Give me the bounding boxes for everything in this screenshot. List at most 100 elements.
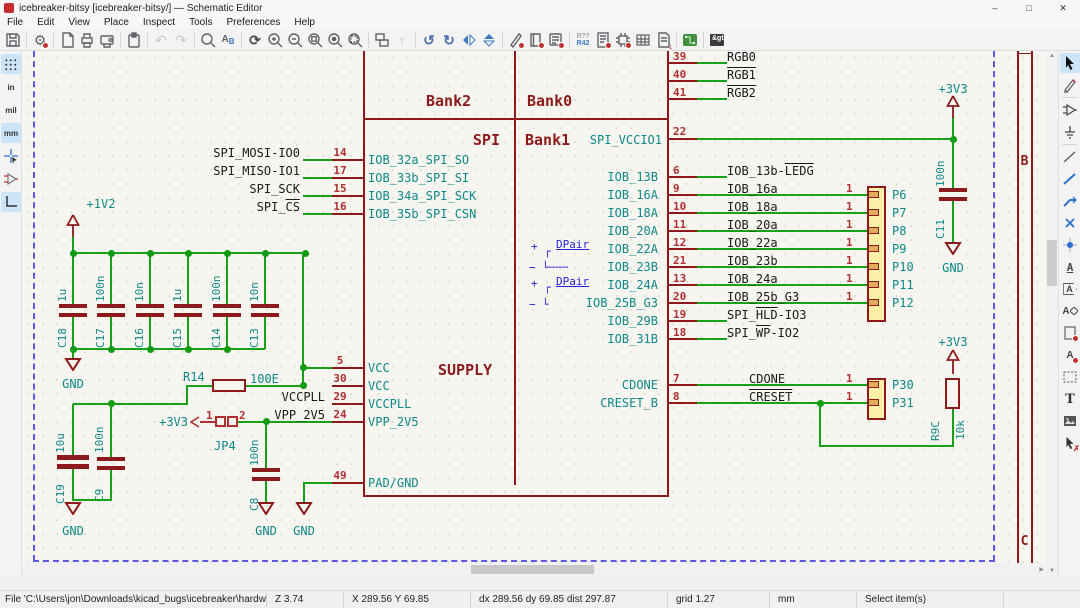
net-label[interactable]: IOB_16a [727,182,778,196]
menu-place[interactable]: Place [97,16,136,29]
cap-value[interactable]: 100n [248,426,261,466]
horizontal-scrollbar[interactable]: ▶ [22,563,1046,576]
find-replace-icon[interactable]: AB [218,30,238,50]
net-label[interactable]: CDONE [749,372,785,386]
net-label[interactable]: SPI_SCK [152,182,300,196]
cap-ref[interactable]: C17 [94,319,107,348]
delete-tool-icon[interactable]: ✗ [1060,433,1080,453]
paste-icon[interactable] [124,30,144,50]
units-mils-icon[interactable]: mil [1,100,21,120]
symbol-properties-icon[interactable] [546,30,566,50]
hierarchy-navigator-icon[interactable] [372,30,392,50]
gnd-symbol[interactable] [257,502,275,515]
cap-ref[interactable]: C18 [56,319,69,348]
net-label[interactable]: IOB_24a [727,272,778,286]
no-connect-icon[interactable] [1060,213,1080,233]
net-label[interactable]: RGB0 [727,51,756,64]
jumper-jp4-pad1[interactable] [215,416,226,427]
jumper-ref[interactable]: JP4 [214,439,236,453]
cap-ref[interactable]: C14 [210,319,223,348]
menu-tools[interactable]: Tools [182,16,219,29]
global-label-icon[interactable]: A [1060,279,1080,299]
power-label-1v2[interactable]: +1V2 [78,197,124,211]
grid-visibility-icon[interactable] [1,54,21,74]
add-power-port-icon[interactable] [1060,122,1080,142]
vertical-scrollbar[interactable]: ▲ ▼ [1046,51,1058,576]
scroll-right-arrow[interactable]: ▶ [1039,566,1044,573]
hidden-pins-icon[interactable] [1,169,21,189]
redo-icon[interactable]: ↷ [171,30,191,50]
add-text-icon[interactable]: T [1060,389,1080,409]
rotate-cw-icon[interactable]: ↻ [439,30,459,50]
cap-ref[interactable]: C13 [248,319,261,348]
zoom-objects-icon[interactable] [325,30,345,50]
add-wire-icon[interactable] [1060,169,1080,189]
fpga-supply-header[interactable]: SUPPLY [438,361,492,379]
net-label[interactable]: VCCPLL [222,390,325,404]
cap-ref[interactable]: C15 [171,319,184,348]
fpga-bank2-header[interactable]: Bank2 [426,92,471,110]
zoom-out-icon[interactable] [285,30,305,50]
menu-inspect[interactable]: Inspect [136,16,182,29]
gnd-symbol[interactable] [944,242,962,255]
resistor-ref[interactable]: R14 [183,370,205,384]
menu-file[interactable]: File [0,16,30,29]
resistor-value[interactable]: 100E [250,372,279,386]
zoom-fit-icon[interactable] [305,30,325,50]
find-icon[interactable] [198,30,218,50]
plot-icon[interactable] [97,30,117,50]
net-label-icon[interactable]: A [1060,257,1080,277]
leave-sheet-icon[interactable]: ↑ [392,30,412,50]
add-bus-icon[interactable] [1060,191,1080,211]
net-label[interactable]: IOB_13b-LEDG [727,164,814,178]
annotate-icon[interactable]: R??R42 [573,30,593,50]
bom-icon[interactable]: ↓ [653,30,673,50]
zoom-selection-icon[interactable] [345,30,365,50]
highlight-net-icon[interactable] [1060,75,1080,95]
dpair-label[interactable]: DPair [556,275,589,288]
gnd-symbol[interactable] [295,502,313,515]
page-settings-icon[interactable] [57,30,77,50]
add-image-icon[interactable] [1060,411,1080,431]
fpga-spi-header[interactable]: SPI [434,131,500,149]
net-label[interactable]: IOB_20a [727,218,778,232]
hierarchical-label-icon[interactable]: A [1060,301,1080,321]
resistor-ref[interactable]: R9C [929,409,942,441]
mirror-vertical-icon[interactable] [459,30,479,50]
net-label[interactable]: SPI_HLD-IO3 [727,308,807,322]
cap-ref[interactable]: C16 [133,319,146,348]
jumper-jp4-pad2[interactable] [227,416,238,427]
fpga-bank0-header[interactable]: Bank0 [527,92,572,110]
cap-value[interactable]: 10n [133,258,146,302]
symbol-library-icon[interactable] [526,30,546,50]
menu-view[interactable]: View [61,16,97,29]
scroll-up-arrow[interactable]: ▲ [1046,53,1058,59]
hv-wires-icon[interactable] [1,192,21,212]
net-label[interactable]: RGB2 [727,86,756,100]
cap-value[interactable]: 100n [94,258,107,302]
refresh-icon[interactable]: ⟳ [245,30,265,50]
net-label[interactable]: SPI_WP-IO2 [727,326,799,340]
rotate-ccw-icon[interactable]: ↺ [419,30,439,50]
net-label[interactable]: RGB1 [727,68,756,82]
power-label-3v3[interactable]: +3V3 [931,335,975,349]
minimize-button[interactable]: – [978,0,1012,16]
assign-footprints-icon[interactable] [613,30,633,50]
schematic-setup-icon[interactable]: ⚙ [30,30,50,50]
cap-value[interactable]: 10u [54,413,67,453]
resistor-value[interactable]: 10k [954,408,967,440]
gnd-symbol[interactable] [64,358,82,371]
undo-icon[interactable]: ↶ [151,30,171,50]
import-sheet-pin-icon[interactable] [1060,323,1080,343]
maximize-button[interactable]: □ [1012,0,1046,16]
net-label[interactable]: IOB_22a [727,236,778,250]
add-hierarchical-sheet-icon[interactable] [1060,367,1080,387]
select-tool-icon[interactable] [1060,53,1080,73]
cap-value[interactable]: 1u [171,258,184,302]
schematic-canvas[interactable]: B C Bank2 Bank0 SPI Bank1 SPI_VCCIO1 SUP… [22,51,1046,563]
net-label[interactable]: IOB_18a [727,200,778,214]
cap-value[interactable]: 100n [934,143,947,187]
gnd-symbol[interactable] [64,502,82,515]
cap-value[interactable]: 10n [248,258,261,302]
net-label[interactable]: IOB_23b [727,254,778,268]
